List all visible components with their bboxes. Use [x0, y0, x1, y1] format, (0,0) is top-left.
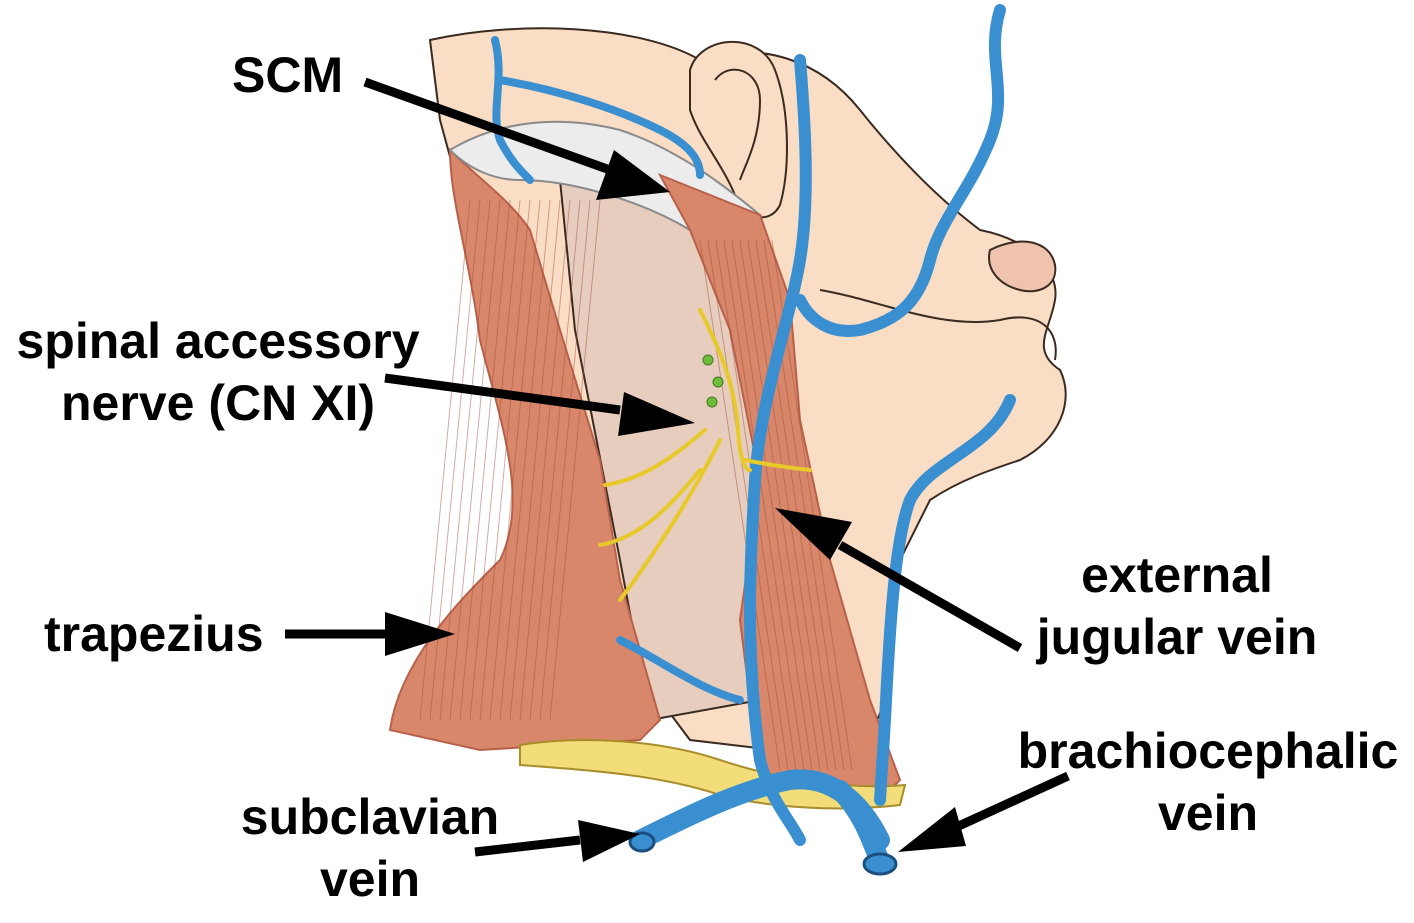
- external-jugular-arrow-line: [837, 541, 1023, 652]
- spinal-accessory-line2: nerve (CN XI): [61, 375, 375, 431]
- spinal-accessory-nerve: [698, 308, 752, 472]
- external-jugular-vein-label: external jugular vein: [1022, 544, 1332, 668]
- subclavian-vein-end: [628, 831, 656, 853]
- scm-fiber: [699, 239, 781, 771]
- brachiocephalic-vein-label: brachiocephalic vein: [1004, 720, 1412, 844]
- subclavian-arrow-head: [578, 820, 640, 862]
- scm-fiber: [731, 239, 813, 771]
- transverse-cervical-vein: [616, 636, 744, 704]
- subclavian-vein-label: subclavian vein: [230, 786, 510, 910]
- trapezius-fiber: [529, 199, 581, 721]
- brachiocephalic-line2: vein: [1157, 785, 1259, 841]
- cervical-nerve-branch-4: [598, 468, 702, 547]
- pointer-arrows: [285, 77, 1070, 862]
- occipital-vein: [496, 76, 704, 179]
- trapezius-fiber: [509, 199, 561, 721]
- trapezius-fiber: [449, 199, 501, 721]
- trapezius-muscle: [388, 147, 662, 752]
- scm-fiber: [763, 239, 845, 771]
- ear-inner: [714, 68, 762, 181]
- spinal-accessory-nerve-label: spinal accessory nerve (CN XI): [2, 310, 434, 434]
- brachiocephalic-arrow-line: [948, 771, 1070, 835]
- spinal-accessory-arrow-head: [618, 392, 695, 436]
- trapezius-fiber: [539, 199, 591, 721]
- facial-vein: [794, 4, 1006, 337]
- scm-label-text: SCM: [232, 47, 344, 103]
- trapezius-fiber: [499, 199, 551, 721]
- jaw-line: [819, 289, 1057, 361]
- external-jugular-line2: jugular vein: [1036, 609, 1318, 665]
- scm-label: SCM: [232, 44, 343, 106]
- external-jugular-arrow-head: [775, 508, 852, 560]
- cervical-nerve-branch-3: [743, 458, 812, 472]
- spinal-accessory-arrow-line: [384, 373, 621, 415]
- lymph-node: [702, 354, 714, 366]
- trapezius-fiber: [549, 199, 601, 721]
- scm-fiber: [755, 239, 837, 771]
- trapezius-fiber: [469, 199, 521, 721]
- trapezius-fiber: [489, 199, 541, 721]
- scm-fiber: [739, 239, 821, 771]
- scm-fiber: [723, 239, 805, 771]
- external-jugular-line1: external: [1081, 547, 1273, 603]
- posterior-auricular-vein: [491, 36, 534, 184]
- trapezius-arrow-head: [385, 612, 455, 656]
- internal-jugular-branch: [874, 394, 1016, 806]
- lymph-node: [712, 376, 724, 388]
- spinal-accessory-line1: spinal accessory: [16, 313, 420, 369]
- lips: [988, 240, 1057, 293]
- trapezius-fiber: [459, 199, 511, 721]
- subclavian-line2: vein: [319, 851, 421, 907]
- cervical-nerve-branch-2: [618, 438, 722, 602]
- trapezius-label-text: trapezius: [44, 606, 264, 662]
- brachiocephalic-arrow-head: [898, 807, 966, 852]
- external-jugular-vein: [744, 54, 812, 846]
- trapezius-fiber: [519, 199, 571, 721]
- subclavian-arrow-line: [474, 835, 581, 857]
- subclavian-line1: subclavian: [240, 789, 500, 845]
- trapezius-label: trapezius: [44, 603, 264, 665]
- cervical-nerve-branch-1: [603, 428, 707, 487]
- brachiocephalic-line1: brachiocephalic: [1017, 723, 1399, 779]
- ear: [689, 40, 788, 219]
- clavicle: [519, 739, 907, 810]
- scm-arrow-head: [596, 150, 670, 200]
- scm-arrow-line: [363, 77, 612, 175]
- brachiocephalic-vein-end: [862, 852, 898, 876]
- lymph-node: [706, 396, 718, 408]
- scm-fiber: [747, 239, 829, 771]
- trapezius-fiber: [479, 199, 531, 721]
